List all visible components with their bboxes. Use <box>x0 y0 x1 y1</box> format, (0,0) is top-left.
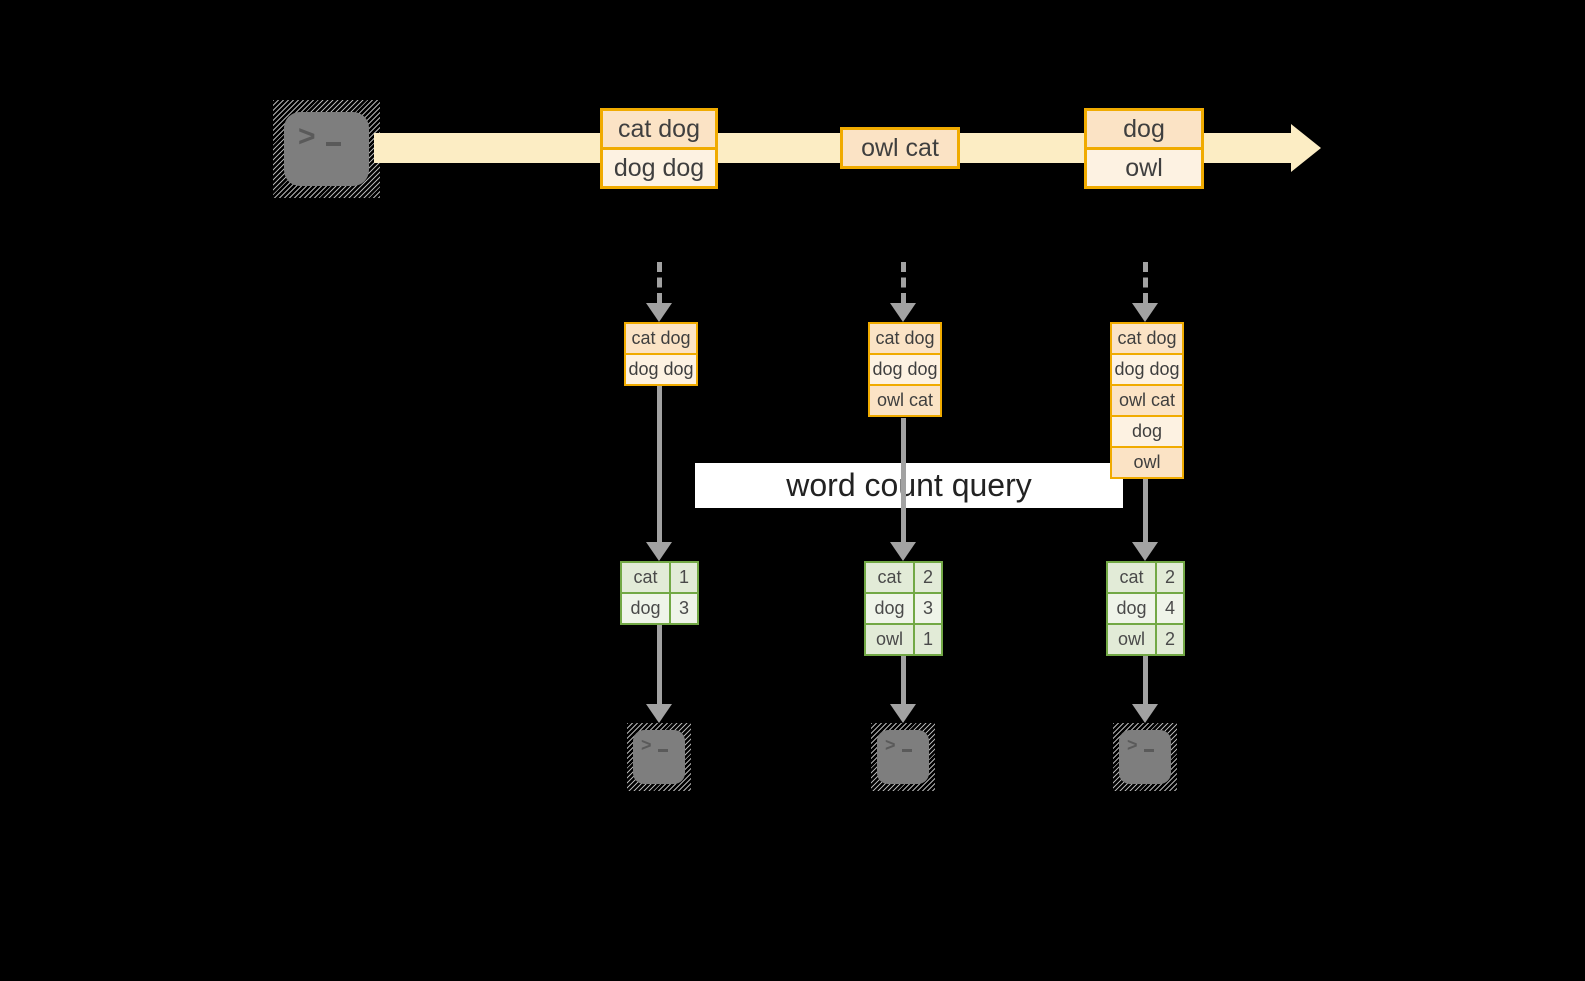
buffer-row: cat dog <box>626 324 696 353</box>
stream-event-row: cat dog <box>603 111 715 147</box>
terminal-icon: > <box>871 723 935 791</box>
terminal-screen <box>877 730 929 784</box>
terminal-prompt-icon: > <box>641 735 652 755</box>
word-count-query-label: word count query <box>695 463 1123 508</box>
stream-event-row: owl <box>1087 150 1201 186</box>
buffer-row: cat dog <box>870 324 940 353</box>
count-value-cell: 3 <box>671 594 697 623</box>
terminal-icon: > <box>627 723 691 791</box>
record-buffer: cat dog dog dog owl cat <box>868 322 942 417</box>
buffer-row: dog dog <box>626 355 696 384</box>
terminal-icon: > <box>1113 723 1177 791</box>
query-arrow-icon <box>890 418 916 561</box>
count-word-cell: cat <box>622 563 669 592</box>
count-value-cell: 2 <box>1157 563 1183 592</box>
count-word-cell: dog <box>622 594 669 623</box>
terminal-screen <box>1119 730 1171 784</box>
dashed-arrow-icon <box>1132 262 1158 322</box>
count-table: cat 1 dog 3 <box>620 561 699 625</box>
terminal-cursor-icon <box>326 142 341 146</box>
count-word-cell: owl <box>866 625 913 654</box>
query-arrow-icon <box>1132 479 1158 561</box>
terminal-screen <box>633 730 685 784</box>
stream-event-box: dog owl <box>1084 108 1204 189</box>
count-word-cell: cat <box>866 563 913 592</box>
count-value-cell: 2 <box>1157 625 1183 654</box>
count-value-cell: 2 <box>915 563 941 592</box>
stream-event-row: dog dog <box>603 150 715 186</box>
count-word-cell: dog <box>866 594 913 623</box>
terminal-prompt-icon: > <box>885 735 896 755</box>
count-table: cat 2 dog 4 owl 2 <box>1106 561 1185 656</box>
stream-event-row: dog <box>1087 111 1201 147</box>
stream-event-box: cat dog dog dog <box>600 108 718 189</box>
terminal-icon: > <box>273 100 380 198</box>
terminal-prompt-icon: > <box>1127 735 1138 755</box>
record-buffer: cat dog dog dog owl cat dog owl <box>1110 322 1184 479</box>
stream-arrowhead-icon <box>1291 124 1321 172</box>
dashed-arrow-icon <box>890 262 916 322</box>
output-arrow-icon <box>890 656 916 723</box>
stream-event-box: owl cat <box>840 127 960 169</box>
terminal-cursor-icon <box>1144 749 1154 752</box>
buffer-row: cat dog <box>1112 324 1182 353</box>
count-value-cell: 3 <box>915 594 941 623</box>
buffer-row: owl <box>1112 448 1182 477</box>
terminal-prompt-icon: > <box>298 120 316 153</box>
output-arrow-icon <box>646 625 672 723</box>
query-arrow-icon <box>646 386 672 561</box>
count-value-cell: 4 <box>1157 594 1183 623</box>
buffer-row: owl cat <box>1112 386 1182 415</box>
terminal-cursor-icon <box>902 749 912 752</box>
buffer-row: dog <box>1112 417 1182 446</box>
record-buffer: cat dog dog dog <box>624 322 698 386</box>
stream-event-row: owl cat <box>843 130 957 166</box>
count-table: cat 2 dog 3 owl 1 <box>864 561 943 656</box>
count-word-cell: dog <box>1108 594 1155 623</box>
count-word-cell: owl <box>1108 625 1155 654</box>
buffer-row: dog dog <box>870 355 940 384</box>
buffer-row: dog dog <box>1112 355 1182 384</box>
count-value-cell: 1 <box>915 625 941 654</box>
count-word-cell: cat <box>1108 563 1155 592</box>
count-value-cell: 1 <box>671 563 697 592</box>
buffer-row: owl cat <box>870 386 940 415</box>
output-arrow-icon <box>1132 656 1158 723</box>
terminal-screen <box>284 112 369 186</box>
terminal-cursor-icon <box>658 749 668 752</box>
dashed-arrow-icon <box>646 262 672 322</box>
